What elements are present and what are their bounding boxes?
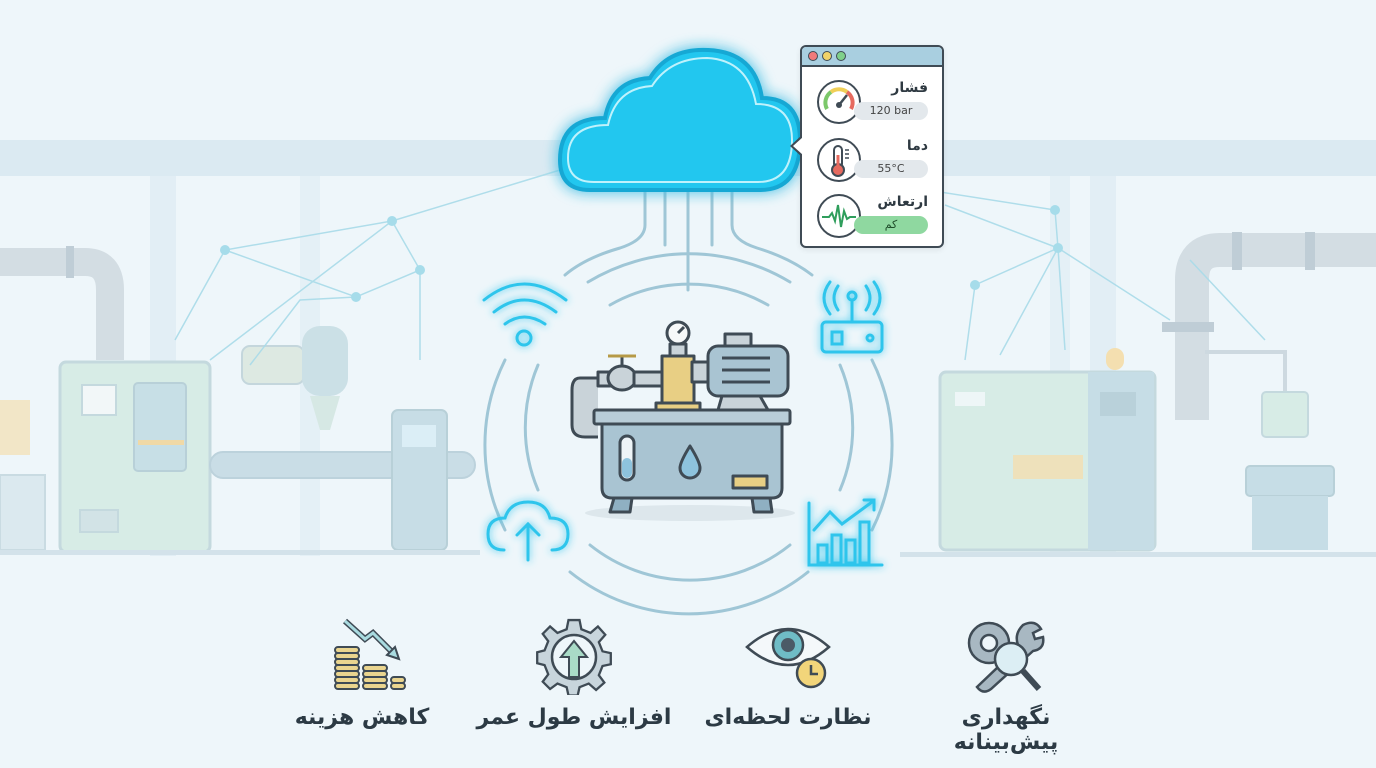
pressure-gauge-icon (817, 80, 861, 124)
sensor-monitor-window: فشار 120 bar دما 55°C ارتعاش کم (790, 45, 944, 248)
pressure-value: 120 bar (854, 102, 928, 120)
window-titlebar (802, 47, 942, 67)
router-icon (820, 280, 884, 354)
feature-cost-reduction: کاهش هزینه (262, 615, 462, 730)
wifi-icon (482, 282, 568, 347)
vibration-row: ارتعاش کم (802, 189, 942, 244)
growth-chart-icon (807, 498, 884, 567)
window-maximize-dot[interactable] (836, 51, 846, 61)
hydraulic-pump-icon (570, 320, 795, 521)
feature-predictive-maintenance: نگهداری پیش‌بینانه (906, 615, 1106, 755)
vibration-value: کم (854, 216, 928, 234)
gear-wrench-magnifier-icon (967, 621, 1045, 693)
cost-reduction-coins-icon (334, 618, 406, 690)
feature-label: نظارت لحظه‌ای (704, 705, 872, 730)
temperature-value: 55°C (854, 160, 928, 178)
window-minimize-dot[interactable] (822, 51, 832, 61)
temperature-row: دما 55°C (802, 133, 942, 188)
window-close-dot[interactable] (808, 51, 818, 61)
gear-arrow-up-icon (536, 618, 612, 695)
eye-clock-icon (745, 627, 831, 689)
cloud-icon (557, 47, 803, 192)
feature-label: کاهش هزینه (294, 705, 430, 730)
thermometer-icon (817, 138, 861, 182)
pressure-label: فشار (891, 80, 928, 96)
feature-lifespan-increase: افزایش طول عمر (474, 615, 674, 730)
pressure-row: فشار 120 bar (802, 75, 942, 130)
cloud-upload-icon (486, 500, 570, 562)
temperature-label: دما (906, 138, 928, 154)
feature-realtime-monitoring: نظارت لحظه‌ای (688, 615, 888, 730)
vibration-label: ارتعاش (877, 194, 928, 210)
feature-label: نگهداری پیش‌بینانه (953, 705, 1059, 755)
feature-label: افزایش طول عمر (476, 705, 672, 730)
vibration-wave-icon (817, 194, 861, 238)
